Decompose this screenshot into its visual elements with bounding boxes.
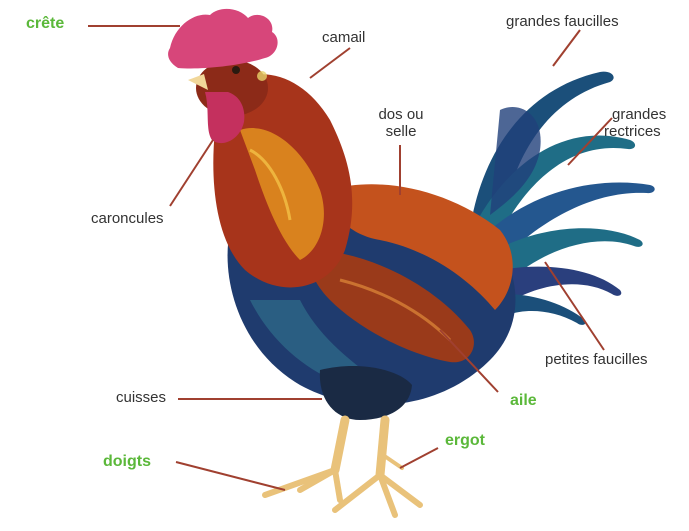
label-petites-faucilles: petites faucilles [545, 352, 648, 369]
label-dos-ou: dos ou [370, 107, 432, 124]
eye [232, 66, 240, 74]
label-grandes-faucilles: grandes faucilles [506, 14, 619, 31]
label-rectrices: rectrices [604, 124, 661, 141]
comb [168, 9, 278, 69]
legs [265, 420, 420, 515]
label-ergot: ergot [445, 432, 485, 450]
leader-grandes-faucilles [553, 30, 580, 66]
label-selle: selle [370, 124, 432, 141]
leader-doigts [176, 462, 285, 490]
label-caroncules: caroncules [91, 211, 164, 228]
label-crete: crête [26, 15, 64, 33]
leader-camail [310, 48, 350, 78]
label-grandes: grandes [612, 107, 666, 124]
leader-ergot [400, 448, 438, 468]
label-aile: aile [510, 392, 537, 410]
leader-caroncules [170, 140, 213, 206]
label-camail: camail [322, 30, 365, 47]
label-cuisses: cuisses [116, 390, 166, 407]
label-doigts: doigts [103, 453, 151, 471]
